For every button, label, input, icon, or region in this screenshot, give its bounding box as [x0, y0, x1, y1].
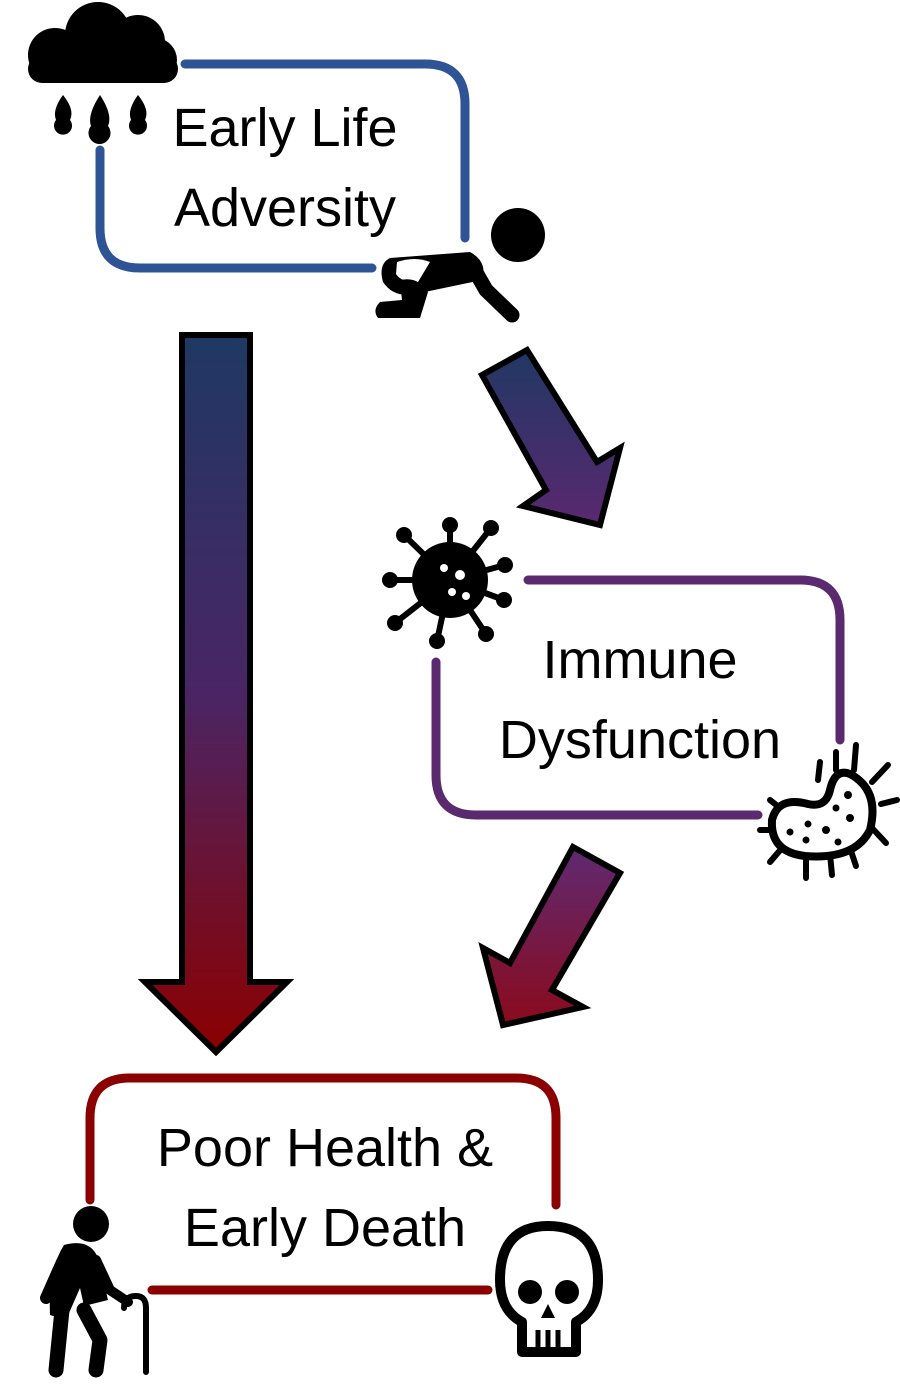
immune-to-health-arrow	[478, 842, 625, 1029]
early-life-frame-left	[95, 145, 377, 273]
immune-frame-left	[431, 657, 763, 820]
immune-line2: Dysfunction	[498, 710, 782, 770]
skull-icon	[495, 1221, 603, 1357]
early-life-line1: Early Life	[172, 98, 398, 158]
immune-line1: Immune	[542, 630, 738, 690]
immune-frame	[523, 575, 845, 745]
adversity-to-immune-arrow	[477, 345, 625, 529]
early-life-adversity-label: Early Life Adversity	[130, 88, 440, 248]
virus-icon	[382, 517, 513, 649]
poor-health-line2: Early Death	[183, 1198, 467, 1258]
poor-health-frame	[85, 1073, 561, 1210]
poor-health-line1: Poor Health &	[156, 1118, 494, 1178]
bacteria-icon	[757, 742, 900, 881]
direct-effect-arrow	[137, 332, 295, 1057]
crawling-baby-icon	[375, 208, 545, 323]
rain-cloud-icon	[28, 2, 178, 144]
poor-health-label: Poor Health & Early Death	[100, 1108, 550, 1268]
early-life-frame	[180, 59, 470, 243]
elderly-person-with-cane-icon	[40, 1206, 149, 1378]
early-life-line2: Adversity	[173, 178, 397, 238]
immune-dysfunction-label: Immune Dysfunction	[430, 620, 850, 780]
